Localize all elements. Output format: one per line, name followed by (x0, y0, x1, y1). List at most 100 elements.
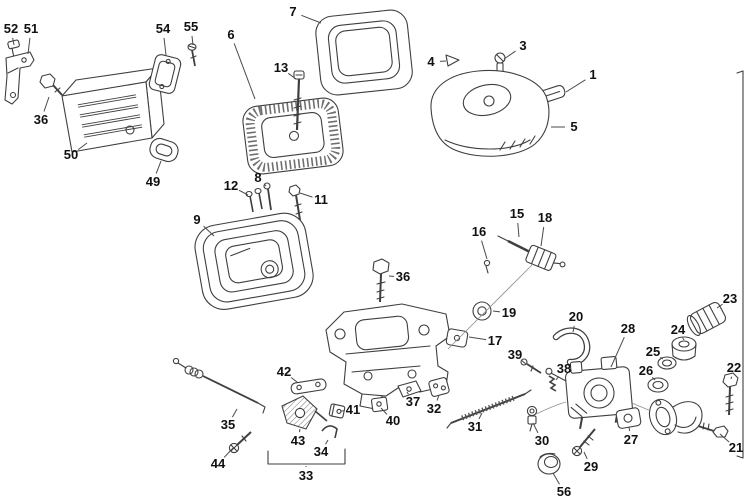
part-callout-39: 39 (508, 347, 522, 362)
throttle-rod-35-drawing (172, 357, 266, 414)
cover-5-drawing (430, 69, 550, 157)
leader-line-49 (155, 160, 162, 174)
part-callout-49: 49 (146, 174, 160, 189)
leader-line-3 (503, 50, 516, 60)
leader-line-38 (555, 375, 560, 381)
leader-line-24 (682, 337, 685, 341)
main-bracket-drawing (325, 303, 451, 411)
part-callout-8: 8 (254, 170, 261, 185)
leader-line-39 (521, 360, 527, 365)
part-callout-37: 37 (406, 394, 420, 409)
part-callout-11: 11 (314, 192, 328, 207)
leader-line-16 (481, 240, 488, 260)
leader-line-42 (290, 377, 298, 383)
part-callout-1: 1 (589, 67, 596, 82)
plate-37-drawing (397, 380, 422, 398)
leader-line-20 (572, 325, 575, 333)
pin-16-drawing (483, 259, 491, 274)
plate-54-drawing (148, 54, 182, 94)
bolt-36-left-drawing (39, 73, 63, 96)
intake-elbow-21-drawing (648, 398, 729, 438)
leader-line-13 (287, 72, 297, 80)
part-callout-28: 28 (621, 321, 635, 336)
leader-line-51 (27, 37, 31, 55)
clamp-41-drawing (328, 403, 346, 419)
part-callout-51: 51 (24, 21, 38, 36)
part-callout-32: 32 (427, 401, 441, 416)
part-callout-9: 9 (193, 212, 200, 227)
leader-line-44 (223, 447, 234, 458)
part-callout-27: 27 (624, 432, 638, 447)
screws-8-11-12-drawing (245, 182, 303, 221)
part-callout-19: 19 (502, 305, 516, 320)
leader-line-32 (436, 394, 440, 401)
part-callout-44: 44 (211, 456, 226, 471)
leader-line-19 (492, 310, 501, 313)
clamp-30-drawing (526, 405, 538, 432)
leader-line-22 (730, 376, 733, 380)
filter-base-9-drawing (194, 212, 314, 310)
part-callout-21: 21 (729, 440, 743, 455)
part-callout-43: 43 (291, 433, 305, 448)
part-callout-20: 20 (569, 309, 583, 324)
screw-13-drawing (293, 70, 305, 131)
part-callout-31: 31 (468, 419, 482, 434)
part-callout-17: 17 (488, 333, 502, 348)
leader-line-35 (231, 408, 238, 418)
part-callout-16: 16 (472, 224, 486, 239)
part-callout-22: 22 (727, 360, 741, 375)
part-callout-50: 50 (64, 147, 78, 162)
leader-line-36-left (43, 96, 50, 112)
leader-line-28 (610, 337, 625, 368)
bolt-22-drawing (722, 372, 739, 416)
valve-18-drawing (525, 244, 566, 271)
grommet-19-drawing (472, 301, 492, 321)
muffler-drawing (61, 67, 165, 153)
part-callout-54: 54 (156, 21, 171, 36)
part-callout-36-center: 36 (396, 269, 410, 284)
air-filter-element-drawing (242, 97, 344, 175)
bolt-36-center-drawing (372, 258, 390, 303)
part-callout-4: 4 (427, 54, 435, 69)
part-callout-30: 30 (535, 433, 549, 448)
part-callout-42: 42 (277, 364, 291, 379)
part-callout-13: 13 (274, 60, 288, 75)
leader-line-18 (540, 226, 545, 247)
leader-line-52 (12, 37, 15, 46)
leader-line-25 (660, 356, 664, 360)
bolt-39-drawing (520, 358, 542, 374)
tube-20-drawing (552, 327, 591, 366)
part-callout-38: 38 (557, 361, 571, 376)
leader-line-40 (380, 407, 388, 415)
leader-line-50 (77, 142, 88, 151)
ring-25-drawing (657, 356, 677, 370)
part-callout-41: 41 (346, 402, 360, 417)
part-callout-40: 40 (386, 413, 400, 428)
screw-29-drawing (571, 428, 596, 457)
terminal-32-drawing (428, 377, 450, 397)
ring-26-drawing (647, 377, 669, 393)
clip-34-drawing (321, 425, 338, 439)
part-callout-33: 33 (299, 468, 313, 483)
screw-3-drawing (494, 52, 506, 74)
part-callout-56: 56 (557, 484, 571, 497)
leader-line-9 (203, 225, 215, 237)
leader-line-6 (233, 43, 256, 100)
gasket-27-drawing (615, 407, 642, 429)
part-callout-3: 3 (519, 38, 526, 53)
leader-line-21 (719, 433, 730, 443)
part-callout-5: 5 (570, 119, 577, 134)
leader-line-17 (468, 336, 487, 341)
leader-line-30 (532, 422, 539, 434)
cap-56-drawing (537, 452, 561, 475)
leader-line-11 (299, 192, 313, 198)
leader-line-23 (716, 303, 723, 309)
part-callout-35: 35 (221, 417, 235, 432)
leader-line-31 (478, 412, 483, 420)
part-callout-52: 52 (4, 21, 18, 36)
leader-line-15 (517, 222, 520, 238)
part-callout-36-left: 36 (34, 112, 48, 127)
